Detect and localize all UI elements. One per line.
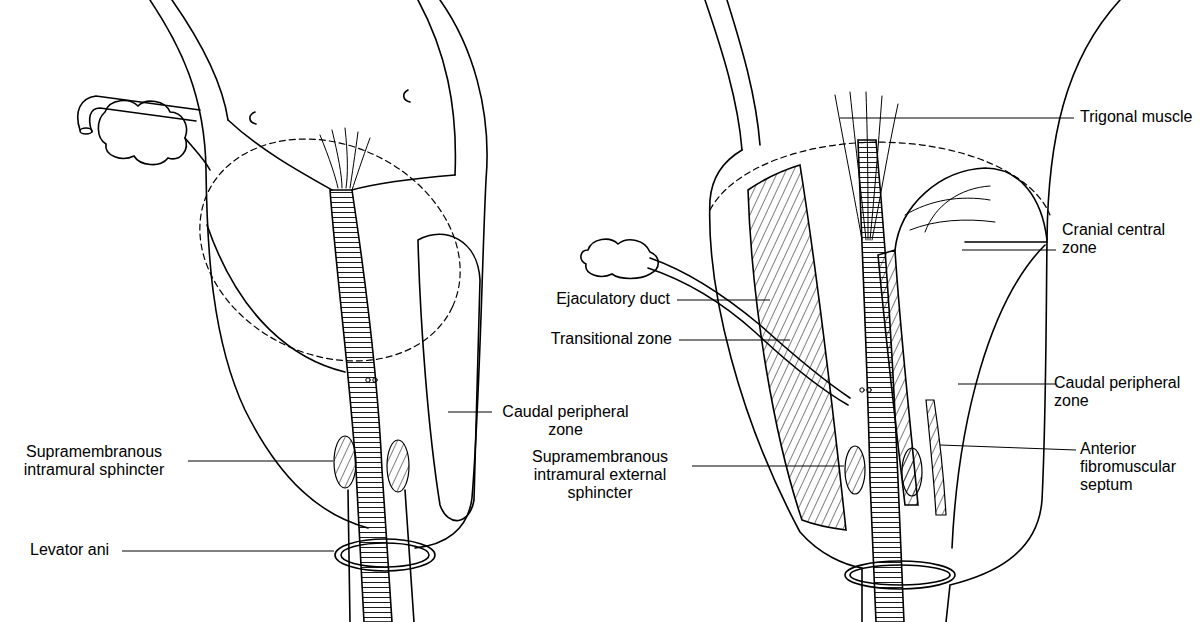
seminal-vesicle [581,239,658,278]
caudal-zone-edge [952,245,1045,548]
fibre [350,132,358,188]
bladder-wall [172,0,228,120]
ureter-orifice [250,112,256,124]
part-label: Levator ani [30,541,109,559]
leader-line [958,384,1056,385]
urethra [858,140,904,622]
outer-contour [946,0,1120,622]
levator-ring [845,561,955,589]
fibre [332,130,342,188]
levator-ring [341,543,429,567]
central-zone-fibre [910,220,995,230]
duct-opening [860,388,864,392]
leader-line [692,466,844,467]
urethra-sheath [405,490,414,622]
part-label: Supramembranous intramural sphincter [6,443,182,479]
bladder-neck [352,175,455,190]
right-prostate [581,0,1120,622]
part-label: Caudal peripheral zone [498,403,633,439]
caudal-zone [418,234,480,520]
leader-line [962,250,1056,251]
leader-line [677,300,770,301]
ejaculatory-duct [648,268,848,405]
bladder-wall [150,0,368,528]
vas-end [80,128,92,134]
sphincter [845,446,865,494]
levator-ring [335,539,435,571]
duct-opening [373,378,377,382]
ureter-orifice [404,90,410,102]
seminal-vesicle [98,101,186,165]
duct-opening [366,378,370,382]
lobe-line [207,225,345,372]
levator-ring [850,565,950,585]
leader-lines [122,118,1076,551]
part-label: Caudal peripheral zone [1054,374,1194,410]
part-label: Transitional zone [551,330,672,348]
central-zone-cut [965,241,1047,243]
leader-line [448,412,492,413]
sphincter [387,440,409,492]
leader-line [188,461,333,462]
leader-line [940,445,1076,450]
trigone-fibres [320,128,370,190]
left-prostate [78,0,497,622]
vas-band [705,0,742,150]
urethra-sheath [348,490,350,622]
fibre [345,128,347,188]
part-label: Cranial central zone [1062,221,1187,257]
fibre [872,104,898,240]
part-label: Supramembranous intramural external sphi… [515,448,685,502]
outer-contour [710,150,862,622]
part-label: Trigonal muscle [1080,108,1192,126]
central-zone-fibre [905,198,990,215]
vas-band [727,0,760,145]
transitional-zone [748,165,846,530]
bladder-wall [415,0,487,548]
leader-line [679,340,790,341]
bladder-wall [418,0,455,175]
vesicle-duct [185,138,210,170]
fibre [866,92,868,240]
central-zone-cut [895,168,1047,250]
fibre [850,92,866,240]
fibromuscular-septum [926,400,946,515]
leader-line [122,551,334,552]
sphincter [902,448,922,496]
urethra [330,190,392,622]
sphincter [334,436,356,488]
duct-opening [867,388,871,392]
part-label: Ejaculatory duct [556,290,670,308]
central-zone-fibre [925,186,990,232]
dashed-zone [163,98,496,402]
leader-line [840,118,1074,119]
trigone-fibres [835,92,898,240]
fibre [352,138,370,190]
part-label: Anterior fibromuscular septum [1080,440,1194,494]
